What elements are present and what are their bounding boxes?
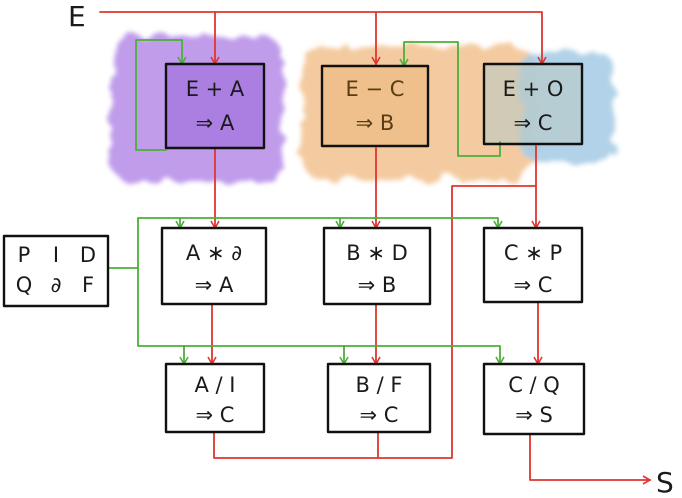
output-label: S bbox=[656, 466, 674, 498]
fill-e-minus-c bbox=[322, 66, 428, 146]
box-e-plus-a bbox=[164, 62, 266, 150]
constants-f: F bbox=[82, 273, 94, 297]
op-a-div-i: A / I bbox=[195, 373, 236, 397]
constants-p: P bbox=[18, 243, 31, 267]
result-c-div-q: ⇒ S bbox=[515, 403, 553, 427]
op-b-times-d: B ∗ D bbox=[346, 241, 408, 265]
constants-d: D bbox=[80, 243, 96, 267]
op-c-times-p: C ∗ P bbox=[504, 241, 562, 265]
result-e-plus-a: ⇒ A bbox=[196, 111, 235, 135]
constants-partial: ∂ bbox=[51, 273, 62, 297]
const-bus-bottom bbox=[137, 267, 505, 366]
op-e-plus-a: E + A bbox=[186, 77, 245, 101]
constants-q: Q bbox=[16, 273, 33, 297]
op-e-minus-c: E − C bbox=[346, 77, 405, 101]
box-e-minus-c bbox=[320, 64, 430, 148]
result-e-plus-o: ⇒ C bbox=[514, 111, 553, 135]
box-c-times-p bbox=[482, 226, 584, 304]
constants-i: I bbox=[53, 243, 59, 267]
fill-e-plus-a bbox=[166, 64, 264, 148]
op-a-times-d: A ∗ ∂ bbox=[186, 241, 242, 265]
fill-e-plus-o bbox=[484, 64, 582, 144]
box-c-div-q bbox=[482, 362, 586, 436]
result-b-div-f: ⇒ C bbox=[360, 403, 399, 427]
result-b-times-d: ⇒ B bbox=[358, 273, 397, 297]
box-a-times-d bbox=[160, 226, 268, 306]
result-c-times-p: ⇒ C bbox=[514, 273, 553, 297]
box-b-div-f bbox=[326, 362, 432, 434]
box-e-plus-o bbox=[482, 62, 584, 146]
op-c-div-q: C / Q bbox=[508, 373, 560, 397]
const-bus-top bbox=[107, 217, 503, 269]
result-a-times-d: ⇒ A bbox=[195, 273, 234, 297]
loop-a-feedback bbox=[135, 39, 187, 151]
op-b-div-f: B / F bbox=[356, 373, 403, 397]
wire-c-merge bbox=[213, 185, 537, 459]
result-a-div-i: ⇒ C bbox=[196, 403, 235, 427]
data-wires bbox=[99, 11, 652, 485]
box-b-times-d bbox=[322, 226, 432, 306]
input-label: E bbox=[68, 0, 86, 33]
result-e-minus-c: ⇒ B bbox=[356, 111, 395, 135]
constant-wires bbox=[107, 39, 505, 366]
wire-s-output bbox=[529, 433, 652, 485]
labels: E S P I D Q ∂ F E + A ⇒ A E − C ⇒ B E + … bbox=[16, 0, 674, 498]
operation-boxes bbox=[2, 62, 586, 436]
loop-c-feedback bbox=[399, 41, 501, 157]
wire-e-to-e-plus-o bbox=[99, 11, 547, 66]
box-a-div-i bbox=[164, 362, 266, 434]
op-e-plus-o: E + O bbox=[503, 77, 564, 101]
box-constants bbox=[2, 234, 110, 308]
